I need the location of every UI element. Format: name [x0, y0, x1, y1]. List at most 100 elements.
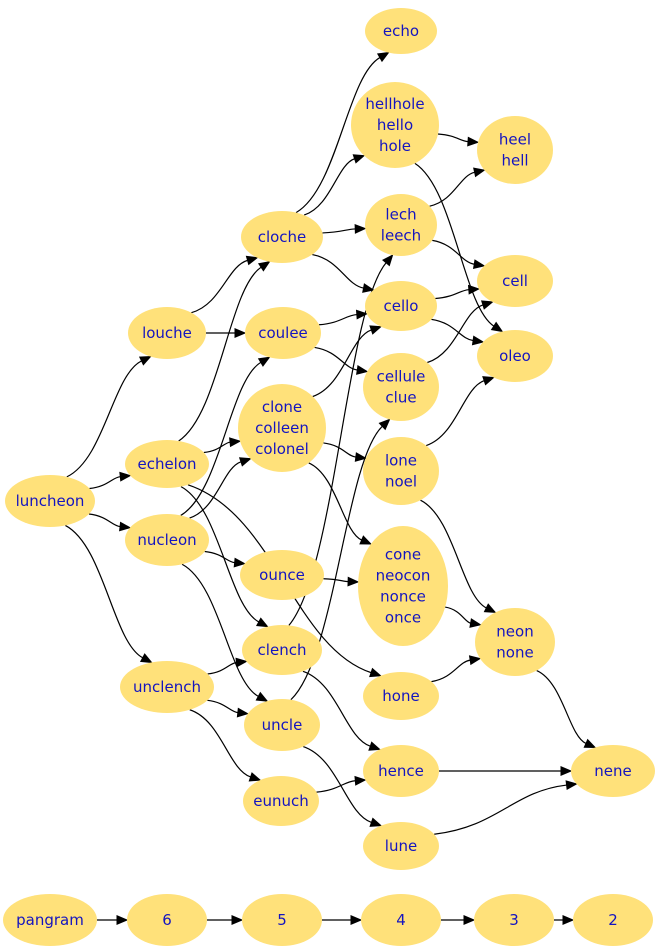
edge-lech-to-heel: [429, 171, 475, 207]
node-ounce-ellipse: [240, 550, 324, 600]
node-louche-ellipse: [128, 307, 206, 359]
node-n4-label: 4: [396, 911, 406, 929]
edge-luncheon-to-unclench: [65, 524, 144, 659]
node-cell-ellipse: [477, 255, 553, 307]
node-cellule: cellule clue: [363, 353, 439, 421]
node-echo: echo: [365, 8, 437, 54]
arrowhead-nucleon-to-uncle: [255, 691, 269, 702]
edge-nucleon-to-clone: [189, 461, 242, 519]
node-louche: louche: [128, 307, 206, 359]
node-heel-ellipse: [477, 116, 553, 184]
edge-clone-to-lone: [323, 442, 356, 458]
node-n5: 5: [242, 894, 322, 946]
node-pangram-ellipse: [3, 894, 97, 946]
node-cloche: cloche: [241, 211, 323, 263]
arrowhead-cloche-to-echo: [376, 51, 390, 63]
arrowhead-louche-to-cloche: [245, 255, 259, 266]
node-nucleon-ellipse: [125, 514, 209, 566]
node-cellule-label: cellule: [377, 368, 426, 386]
node-lune-label: lune: [385, 837, 417, 855]
edge-nucleon-to-ounce: [204, 550, 235, 564]
node-n4: 4: [361, 894, 441, 946]
edge-cello-to-oleo: [431, 318, 474, 342]
node-oleo: oleo: [477, 330, 553, 382]
node-uncle: uncle: [244, 699, 320, 751]
arrowhead-cloche-to-lech: [354, 224, 367, 234]
arrowhead-cello-to-cell: [467, 284, 481, 295]
node-n3-ellipse: [474, 894, 554, 946]
arrowhead-n3-to-n2: [562, 915, 575, 925]
node-oleo-ellipse: [477, 330, 553, 382]
node-louche-label: louche: [142, 324, 192, 342]
edge-coulee-to-cellule: [314, 346, 358, 371]
node-lech-label: leech: [381, 227, 421, 245]
node-clench: clench: [242, 625, 322, 675]
edge-nucleon-to-coulee: [180, 361, 262, 516]
node-pangram-label: pangram: [16, 911, 84, 929]
node-ounce: ounce: [240, 550, 324, 600]
arrowhead-clone-to-cone: [359, 535, 373, 545]
edge-hellhole-to-oleo: [414, 162, 495, 327]
node-echelon-ellipse: [125, 440, 209, 488]
edge-cloche-to-lech: [322, 228, 356, 234]
node-clone-ellipse: [238, 384, 326, 472]
node-cello-label: cello: [384, 297, 419, 315]
node-hence-label: hence: [378, 762, 424, 780]
node-cellule-label: clue: [385, 389, 416, 407]
node-coulee-label: coulee: [258, 324, 308, 342]
node-lech-label: lech: [385, 206, 416, 224]
edge-lune-to-nene: [434, 784, 567, 835]
node-nucleon-label: nucleon: [137, 531, 196, 549]
arrowhead-echelon-to-cloche: [257, 261, 271, 272]
node-n2-ellipse: [573, 894, 653, 946]
node-uncle-ellipse: [244, 699, 320, 751]
node-echo-label: echo: [383, 22, 419, 40]
arrowhead-lech-to-cell: [472, 259, 486, 270]
node-hence-ellipse: [363, 745, 439, 797]
arrowhead-neon-to-nene: [583, 738, 597, 748]
node-cloche-label: cloche: [258, 228, 307, 246]
edge-eunuch-to-hence: [316, 780, 356, 793]
arrowhead-hellhole-to-heel: [467, 136, 480, 147]
edge-echelon-to-clone: [203, 441, 231, 454]
arrowhead-lech-to-heel: [473, 167, 486, 178]
node-lech: lech leech: [365, 194, 437, 256]
node-unclench: unclench: [120, 661, 214, 713]
edge-lone-to-neon: [420, 499, 487, 609]
node-hone-ellipse: [363, 672, 439, 720]
node-clench-label: clench: [258, 641, 307, 659]
node-cellule-ellipse: [363, 353, 439, 421]
arrowhead-echelon-to-hone: [369, 667, 382, 678]
edge-neon-to-nene: [536, 670, 587, 745]
node-n6: 6: [127, 894, 207, 946]
node-n2: 2: [573, 894, 653, 946]
node-n3-label: 3: [509, 911, 519, 929]
arrowhead-nucleon-to-coulee: [257, 356, 271, 367]
node-eunuch: eunuch: [243, 776, 319, 826]
edge-unclench-to-clench: [207, 661, 237, 675]
arrowhead-clench-to-lech: [382, 254, 394, 267]
node-echelon: echelon: [125, 440, 209, 488]
node-lone-label: noel: [385, 473, 417, 491]
arrowhead-echelon-to-clone: [229, 437, 242, 448]
arrowhead-cellule-to-cell: [480, 300, 494, 310]
arrowhead-uncle-to-cellule: [378, 418, 391, 431]
node-oleo-label: oleo: [499, 347, 531, 365]
node-lune: lune: [363, 822, 439, 870]
edge-cloche-to-hellhole: [303, 158, 355, 216]
node-n2-label: 2: [608, 911, 618, 929]
node-coulee: coulee: [245, 307, 321, 359]
arrowhead-nucleon-to-clone: [238, 457, 252, 467]
node-unclench-ellipse: [120, 661, 214, 713]
node-heel-label: hell: [501, 152, 528, 170]
edge-luncheon-to-louche: [66, 360, 142, 478]
arrowhead-unclench-to-eunuch: [248, 772, 262, 782]
edge-unclench-to-eunuch: [189, 709, 251, 778]
edge-uncle-to-cellule: [290, 425, 383, 701]
edge-louche-to-cloche: [191, 259, 248, 314]
